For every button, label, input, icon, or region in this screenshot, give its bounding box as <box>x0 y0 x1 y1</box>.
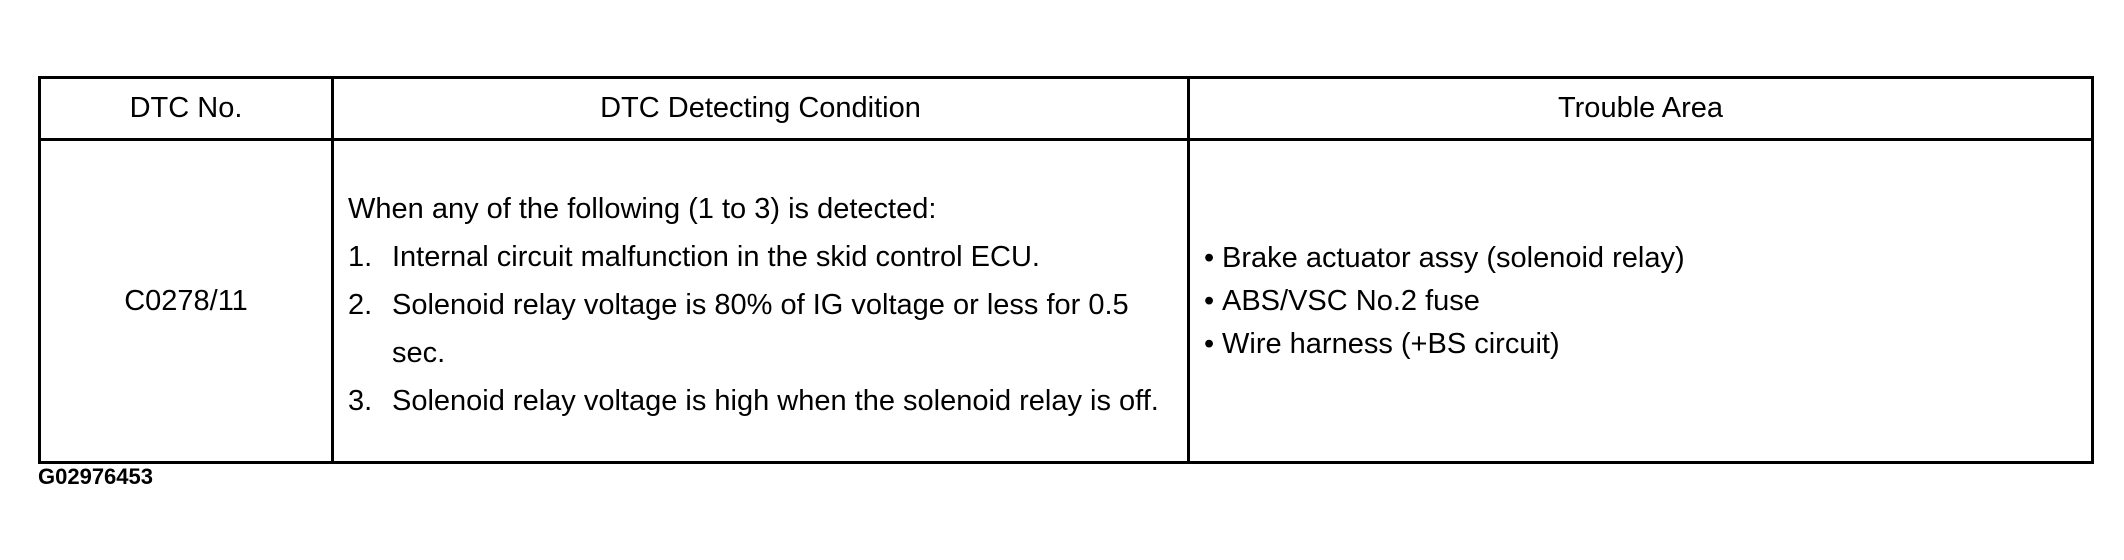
trouble-area-text: ABS/VSC No.2 fuse <box>1222 284 1480 317</box>
bullet-icon: • <box>1204 327 1215 360</box>
trouble-area-list: • Brake actuator assy (solenoid relay) •… <box>1204 237 2077 366</box>
condition-item-text: Solenoid relay voltage is 80% of IG volt… <box>392 289 1129 369</box>
condition-item: 1. Internal circuit malfunction in the s… <box>348 233 1173 281</box>
condition-item-number: 3. <box>348 385 373 417</box>
condition-item: 3. Solenoid relay voltage is high when t… <box>348 377 1173 425</box>
bullet-icon: • <box>1204 284 1215 317</box>
header-dtc-no: DTC No. <box>38 76 334 141</box>
trouble-area-item: • Wire harness (+BS circuit) <box>1204 323 2077 366</box>
trouble-area-cell: • Brake actuator assy (solenoid relay) •… <box>1187 138 2094 464</box>
figure-id: G02976453 <box>38 464 153 489</box>
detecting-condition-cell: When any of the following (1 to 3) is de… <box>331 138 1190 464</box>
condition-item-text: Solenoid relay voltage is high when the … <box>392 385 1159 417</box>
condition-item-text: Internal circuit malfunction in the skid… <box>392 241 1040 273</box>
table-header-row: DTC No. DTC Detecting Condition Trouble … <box>38 76 2094 141</box>
condition-item-number: 1. <box>348 241 373 273</box>
condition-item-number: 2. <box>348 289 373 321</box>
trouble-area-text: Wire harness (+BS circuit) <box>1222 327 1560 360</box>
dtc-code-cell: C0278/11 <box>38 138 334 464</box>
trouble-area-item: • ABS/VSC No.2 fuse <box>1204 280 2077 323</box>
table-row: C0278/11 When any of the following (1 to… <box>38 138 2094 464</box>
trouble-area-text: Brake actuator assy (solenoid relay) <box>1222 241 1685 274</box>
dtc-table: DTC No. DTC Detecting Condition Trouble … <box>38 76 2094 464</box>
condition-list: 1. Internal circuit malfunction in the s… <box>348 233 1173 425</box>
header-detecting-condition: DTC Detecting Condition <box>331 76 1190 141</box>
condition-item: 2. Solenoid relay voltage is 80% of IG v… <box>348 281 1173 377</box>
condition-intro: When any of the following (1 to 3) is de… <box>348 193 937 225</box>
bullet-icon: • <box>1204 241 1215 274</box>
trouble-area-item: • Brake actuator assy (solenoid relay) <box>1204 237 2077 280</box>
header-trouble-area: Trouble Area <box>1187 76 2094 141</box>
